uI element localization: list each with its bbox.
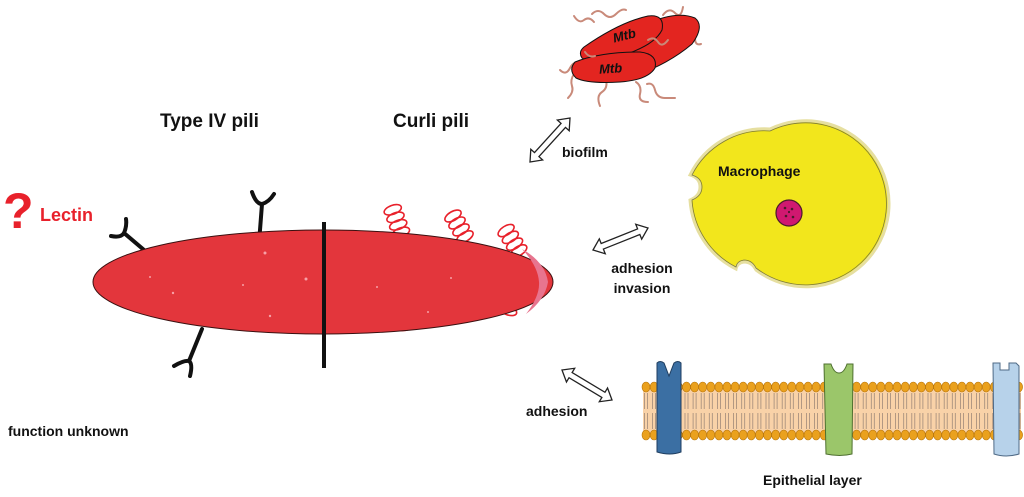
type-iv-pilus-bottom — [172, 327, 204, 378]
receptor-blue — [656, 361, 682, 455]
receptor-green — [823, 363, 854, 456]
question-mark-icon: ? — [3, 183, 34, 239]
biofilm-arrow — [529, 117, 571, 163]
biofilm-label: biofilm — [562, 144, 608, 160]
function-unknown-label: function unknown — [8, 423, 129, 439]
epithelial-membrane — [641, 361, 1023, 457]
mtb-top-label: Mtb — [611, 25, 637, 45]
adhesion-arrow — [561, 367, 613, 403]
bacterium — [92, 190, 554, 378]
curli-coil — [444, 209, 474, 244]
type-iv-pili-label: Type IV pili — [160, 111, 259, 132]
bacterium-speckles — [149, 251, 452, 318]
adhesion-invasion-line1: adhesion — [611, 260, 673, 276]
lectin-label: Lectin — [40, 205, 94, 225]
mtb-bottom — [571, 51, 656, 83]
receptor-light-blue — [992, 362, 1020, 457]
bacterium-pole-highlight — [522, 249, 548, 314]
adhesion-invasion-label: adhesion invasion — [604, 258, 680, 298]
epithelial-layer-label: Epithelial layer — [763, 472, 862, 488]
adhesion-invasion-line2: invasion — [613, 280, 671, 296]
adhesion-label: adhesion — [526, 403, 588, 419]
curli-pili-label: Curli pili — [393, 111, 469, 132]
adhesion-invasion-arrow — [592, 223, 649, 255]
mtb-top — [579, 15, 663, 62]
macrophage-label: Macrophage — [718, 163, 801, 179]
mtb-cluster: Mtb Mtb — [559, 6, 702, 107]
mtb-bottom-label: Mtb — [599, 60, 623, 77]
macrophage — [687, 119, 891, 289]
